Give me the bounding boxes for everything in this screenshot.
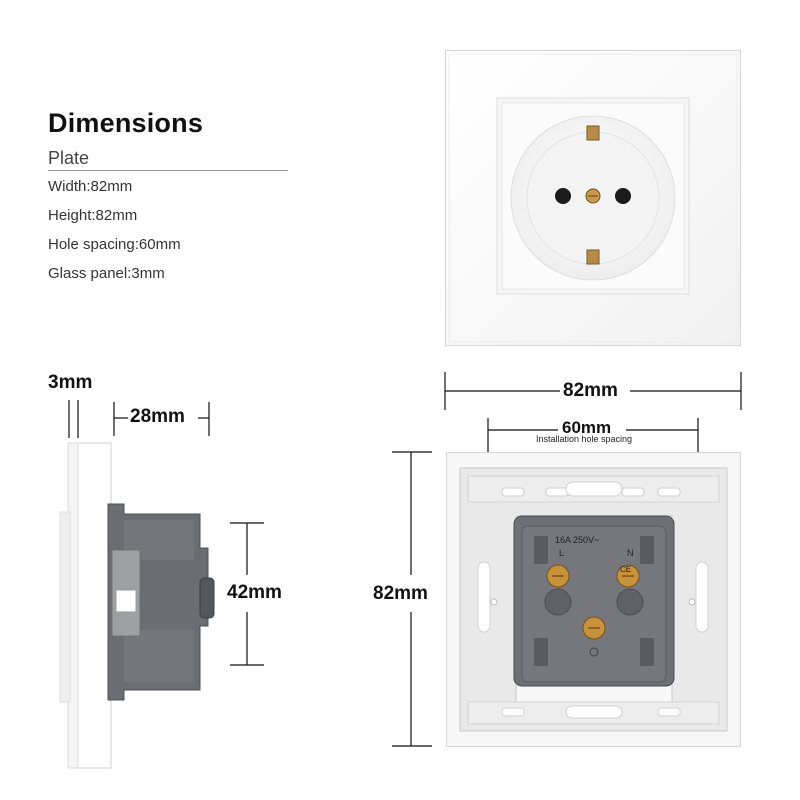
spec-hole-spacing: Hole spacing:60mm bbox=[48, 236, 181, 253]
hole-spacing-label: 60mm bbox=[562, 418, 612, 437]
hole-spacing-note: Installation hole spacing bbox=[536, 434, 633, 444]
depth-label: 28mm bbox=[130, 406, 185, 427]
rating-text: 16A 250V~ bbox=[555, 535, 600, 545]
glass-thickness-label: 3mm bbox=[48, 372, 93, 393]
rear-width-label: 82mm bbox=[563, 380, 618, 401]
rear-height-label: 82mm bbox=[373, 583, 428, 604]
divider bbox=[48, 170, 288, 171]
rear-view-socket bbox=[446, 452, 741, 747]
section-subtitle: Plate bbox=[48, 148, 90, 168]
terminal-l-label: L bbox=[559, 548, 565, 558]
spec-width: Width:82mm bbox=[48, 178, 133, 195]
spec-glass-panel: Glass panel:3mm bbox=[48, 265, 165, 282]
page-title: Dimensions bbox=[48, 108, 204, 138]
spec-height: Height:82mm bbox=[48, 207, 138, 224]
side-view-socket bbox=[59, 400, 264, 769]
body-height-label: 42mm bbox=[227, 582, 282, 603]
terminal-n-label: N bbox=[627, 548, 634, 558]
ce-mark: CE bbox=[620, 565, 632, 574]
front-view-socket bbox=[445, 50, 741, 346]
